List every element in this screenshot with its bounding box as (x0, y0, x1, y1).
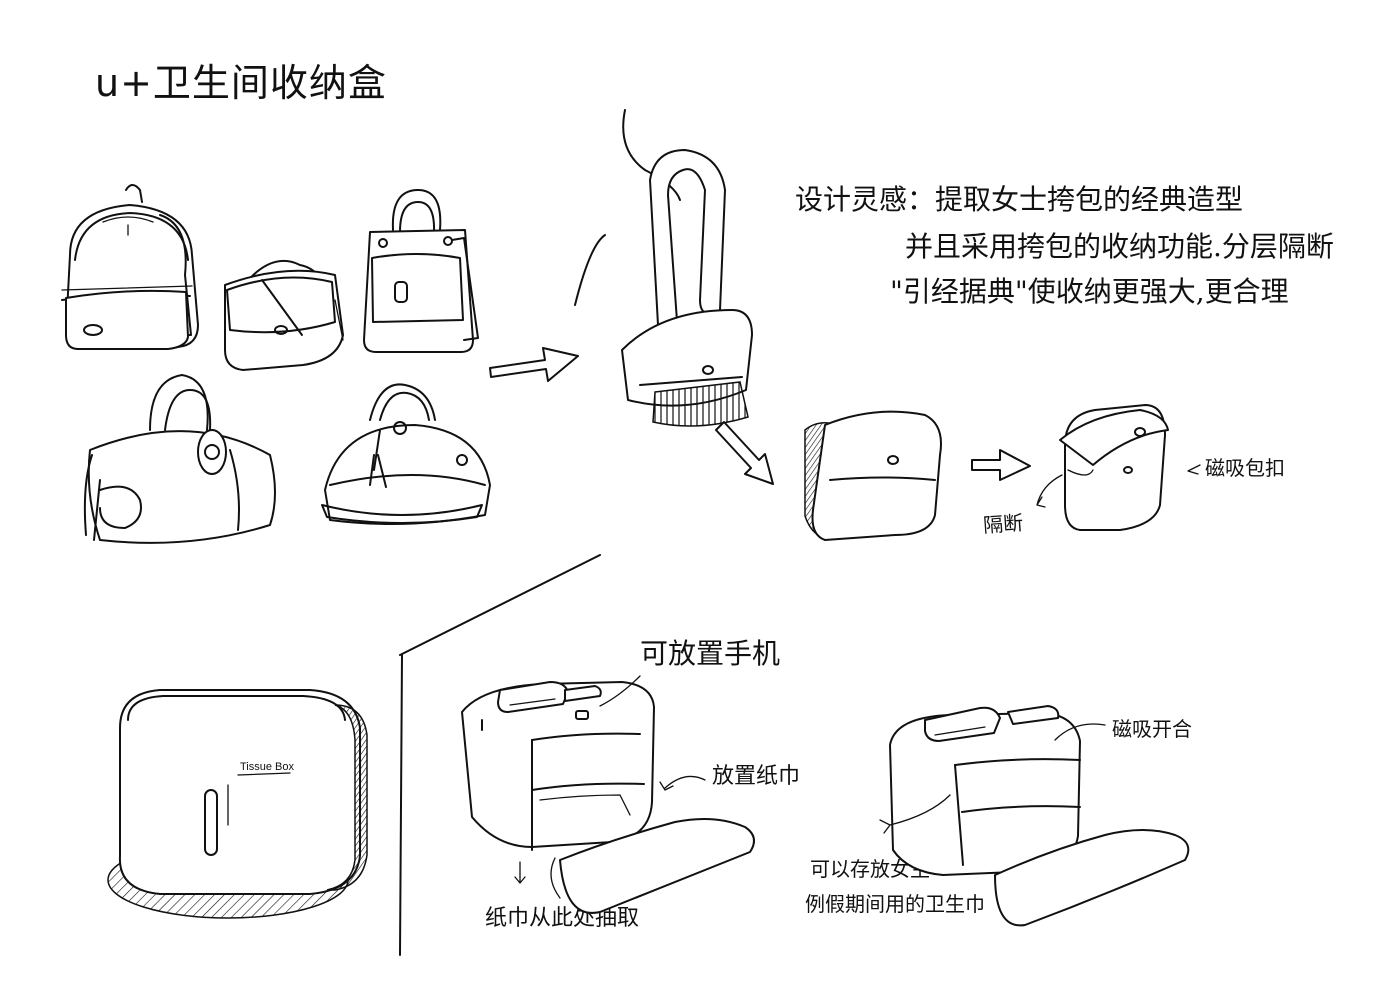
label-magnetic-open: 磁吸开合 (1112, 717, 1192, 741)
arrow-icon (715, 421, 774, 485)
satchel-icon (363, 189, 479, 353)
divider-line (399, 554, 601, 656)
arrow-icon (489, 347, 579, 382)
open-box-sketch (1036, 404, 1201, 531)
page-title: u+卫生间收纳盒 (95, 61, 387, 105)
shoulder-bag-figure (574, 109, 753, 427)
organizer-open-sketch-2 (879, 705, 1190, 927)
inspiration-line-1: 设计灵感：提取女士挎包的经典造型 (795, 183, 1244, 216)
label-tissue-place: 放置纸巾 (712, 764, 801, 789)
duffel-bag-icon (83, 374, 276, 544)
label-tissue-draw: 纸巾从此处抽取 (485, 906, 640, 931)
organizer-open-sketch-1 (461, 675, 755, 914)
inspiration-line-2: 并且采用挎包的收纳功能.分层隔断 (905, 230, 1334, 263)
inspiration-line-3: "引经据典"使收纳更强大,更合理 (890, 275, 1289, 308)
dome-handbag-icon (321, 383, 491, 525)
messenger-bag-icon (224, 260, 344, 371)
arrow-icon (971, 449, 1031, 481)
tissue-box-rendering: Tissue Box (107, 689, 368, 919)
divider-line (399, 654, 403, 956)
label-storage-line-2: 例假期间用的卫生巾 (805, 892, 985, 916)
backpack-icon (61, 184, 199, 350)
product-label: Tissue Box (240, 761, 295, 773)
flap-box-sketch (804, 410, 942, 541)
label-magnetic-clasp: 磁吸包扣 (1205, 456, 1285, 480)
label-phone-place: 可放置手机 (640, 637, 781, 670)
